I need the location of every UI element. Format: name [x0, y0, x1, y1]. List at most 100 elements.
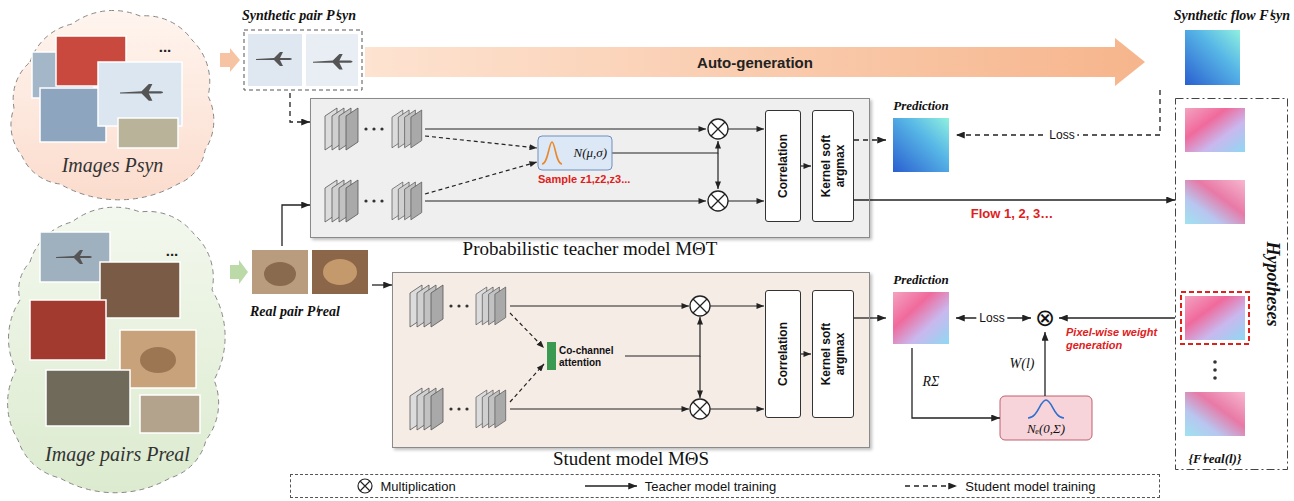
ellipsis: ... — [159, 38, 172, 55]
dots — [372, 127, 375, 130]
hypotheses-frame — [1176, 99, 1288, 470]
photo — [306, 34, 358, 86]
flow-field: Synthetic flow Fⁱsyn — [1145, 5, 1290, 90]
argmax-box: Kernel soft argmax — [812, 110, 854, 222]
pair-frame — [244, 30, 362, 90]
photo — [30, 300, 106, 360]
dots — [364, 127, 367, 130]
highlight-frame — [1181, 292, 1249, 344]
node-label: Synthetic flow Fⁱsyn — [1174, 5, 1290, 24]
node-label: Correlation — [776, 134, 790, 198]
ellipsis: ... — [166, 242, 179, 259]
node-label: Nₑ(0,Σ) — [1027, 421, 1065, 437]
panel-fill — [392, 272, 870, 448]
node-label: Images Psyn — [62, 154, 164, 177]
dashed-arrow — [854, 139, 886, 140]
wire — [625, 317, 700, 356]
solid-arrow — [854, 199, 1175, 200]
panel-fill — [310, 98, 870, 238]
legend-item: Multiplication — [355, 478, 456, 494]
flow-image — [1185, 30, 1240, 85]
node-label: {Fⁱreal(l)} — [1189, 449, 1242, 467]
photo — [252, 250, 308, 294]
panel-title: Student model MΘS — [553, 449, 709, 470]
prediction-flow: Prediction — [886, 98, 956, 176]
dots — [1213, 360, 1217, 364]
wire — [510, 305, 689, 306]
wire — [425, 200, 706, 201]
prediction-flow: Prediction — [886, 272, 956, 348]
multiply-node: ⊗ — [1031, 304, 1059, 332]
correlation-box: Correlation — [765, 110, 801, 222]
multiply-symbol — [358, 479, 372, 493]
cat-face — [140, 347, 176, 373]
solid-arrow — [912, 348, 1000, 418]
image-pair: Real pair Pⁱreal — [248, 246, 372, 320]
wire — [510, 313, 544, 348]
bell-curve — [1028, 400, 1064, 418]
gaussian-shape — [1000, 396, 1092, 440]
cat-face — [323, 259, 357, 285]
dots — [449, 304, 452, 307]
dots — [1213, 368, 1217, 372]
plane-symbol — [120, 84, 163, 101]
attention-block: Co-channel attention — [545, 340, 625, 372]
wire — [801, 165, 811, 166]
node-label: Prediction — [893, 98, 949, 114]
weight-gaussian: Nₑ(0,Σ) — [1000, 396, 1092, 440]
edge-label: W(l) — [1008, 356, 1037, 372]
dashed-arrow-sample — [905, 485, 957, 486]
callout-arrow — [220, 48, 240, 72]
dots — [372, 199, 375, 202]
node-label: N(μ,σ) — [573, 145, 607, 161]
dashed-arrow — [290, 93, 310, 122]
legend-sample — [903, 478, 959, 494]
flow-image — [1185, 108, 1245, 152]
feature-map — [476, 390, 506, 428]
photo — [248, 34, 302, 86]
gaussian-box: N(μ,σ)Sample z1,z2,z3... — [538, 136, 612, 170]
solid-arrow — [372, 284, 392, 285]
wire — [425, 128, 706, 129]
dots — [1213, 376, 1217, 380]
weight-arrow — [1044, 332, 1045, 396]
photo — [100, 262, 180, 318]
edge-label: Loss — [1046, 128, 1077, 142]
solid-arrow — [1059, 317, 1175, 318]
dots — [380, 199, 383, 202]
panel-title: Probabilistic teacher model MΘT — [463, 239, 718, 260]
image-cloud: Image pairs Preal — [5, 200, 230, 496]
wire — [612, 141, 718, 153]
plane-symbol — [256, 52, 292, 66]
feature-map — [410, 388, 443, 430]
image-cloud-shape — [11, 10, 214, 199]
photo — [120, 330, 196, 388]
legend-sample — [583, 478, 639, 494]
image-cloud-shape — [8, 207, 225, 493]
solid-arrow — [854, 317, 886, 318]
wire — [710, 408, 764, 409]
photo — [312, 250, 368, 294]
node-label: Prediction — [893, 272, 949, 288]
node-label: Kernel soft argmax — [819, 129, 848, 203]
model-panel: Student model MΘSCo-channel attentionCor… — [392, 272, 870, 448]
wire — [728, 128, 764, 129]
attention-bar — [547, 342, 556, 370]
flow-image — [1185, 180, 1245, 224]
flow-image — [1185, 296, 1245, 340]
legend-text: Student model training — [965, 479, 1095, 494]
bell-curve — [542, 142, 562, 164]
node-label: Hypotheses — [1262, 242, 1283, 327]
node-label: Real pair Pⁱreal — [250, 301, 340, 320]
wire — [801, 353, 811, 354]
note-text: Pixel-wise weight generation — [1066, 326, 1166, 352]
plane-symbol — [313, 54, 353, 69]
wire — [710, 305, 764, 306]
feature-map — [325, 180, 358, 222]
multiply-symbol — [360, 481, 370, 491]
photo — [118, 118, 178, 148]
legend-item: Teacher model training — [583, 478, 777, 494]
wire — [699, 356, 700, 398]
dots — [364, 199, 367, 202]
legend-sample — [355, 478, 375, 494]
